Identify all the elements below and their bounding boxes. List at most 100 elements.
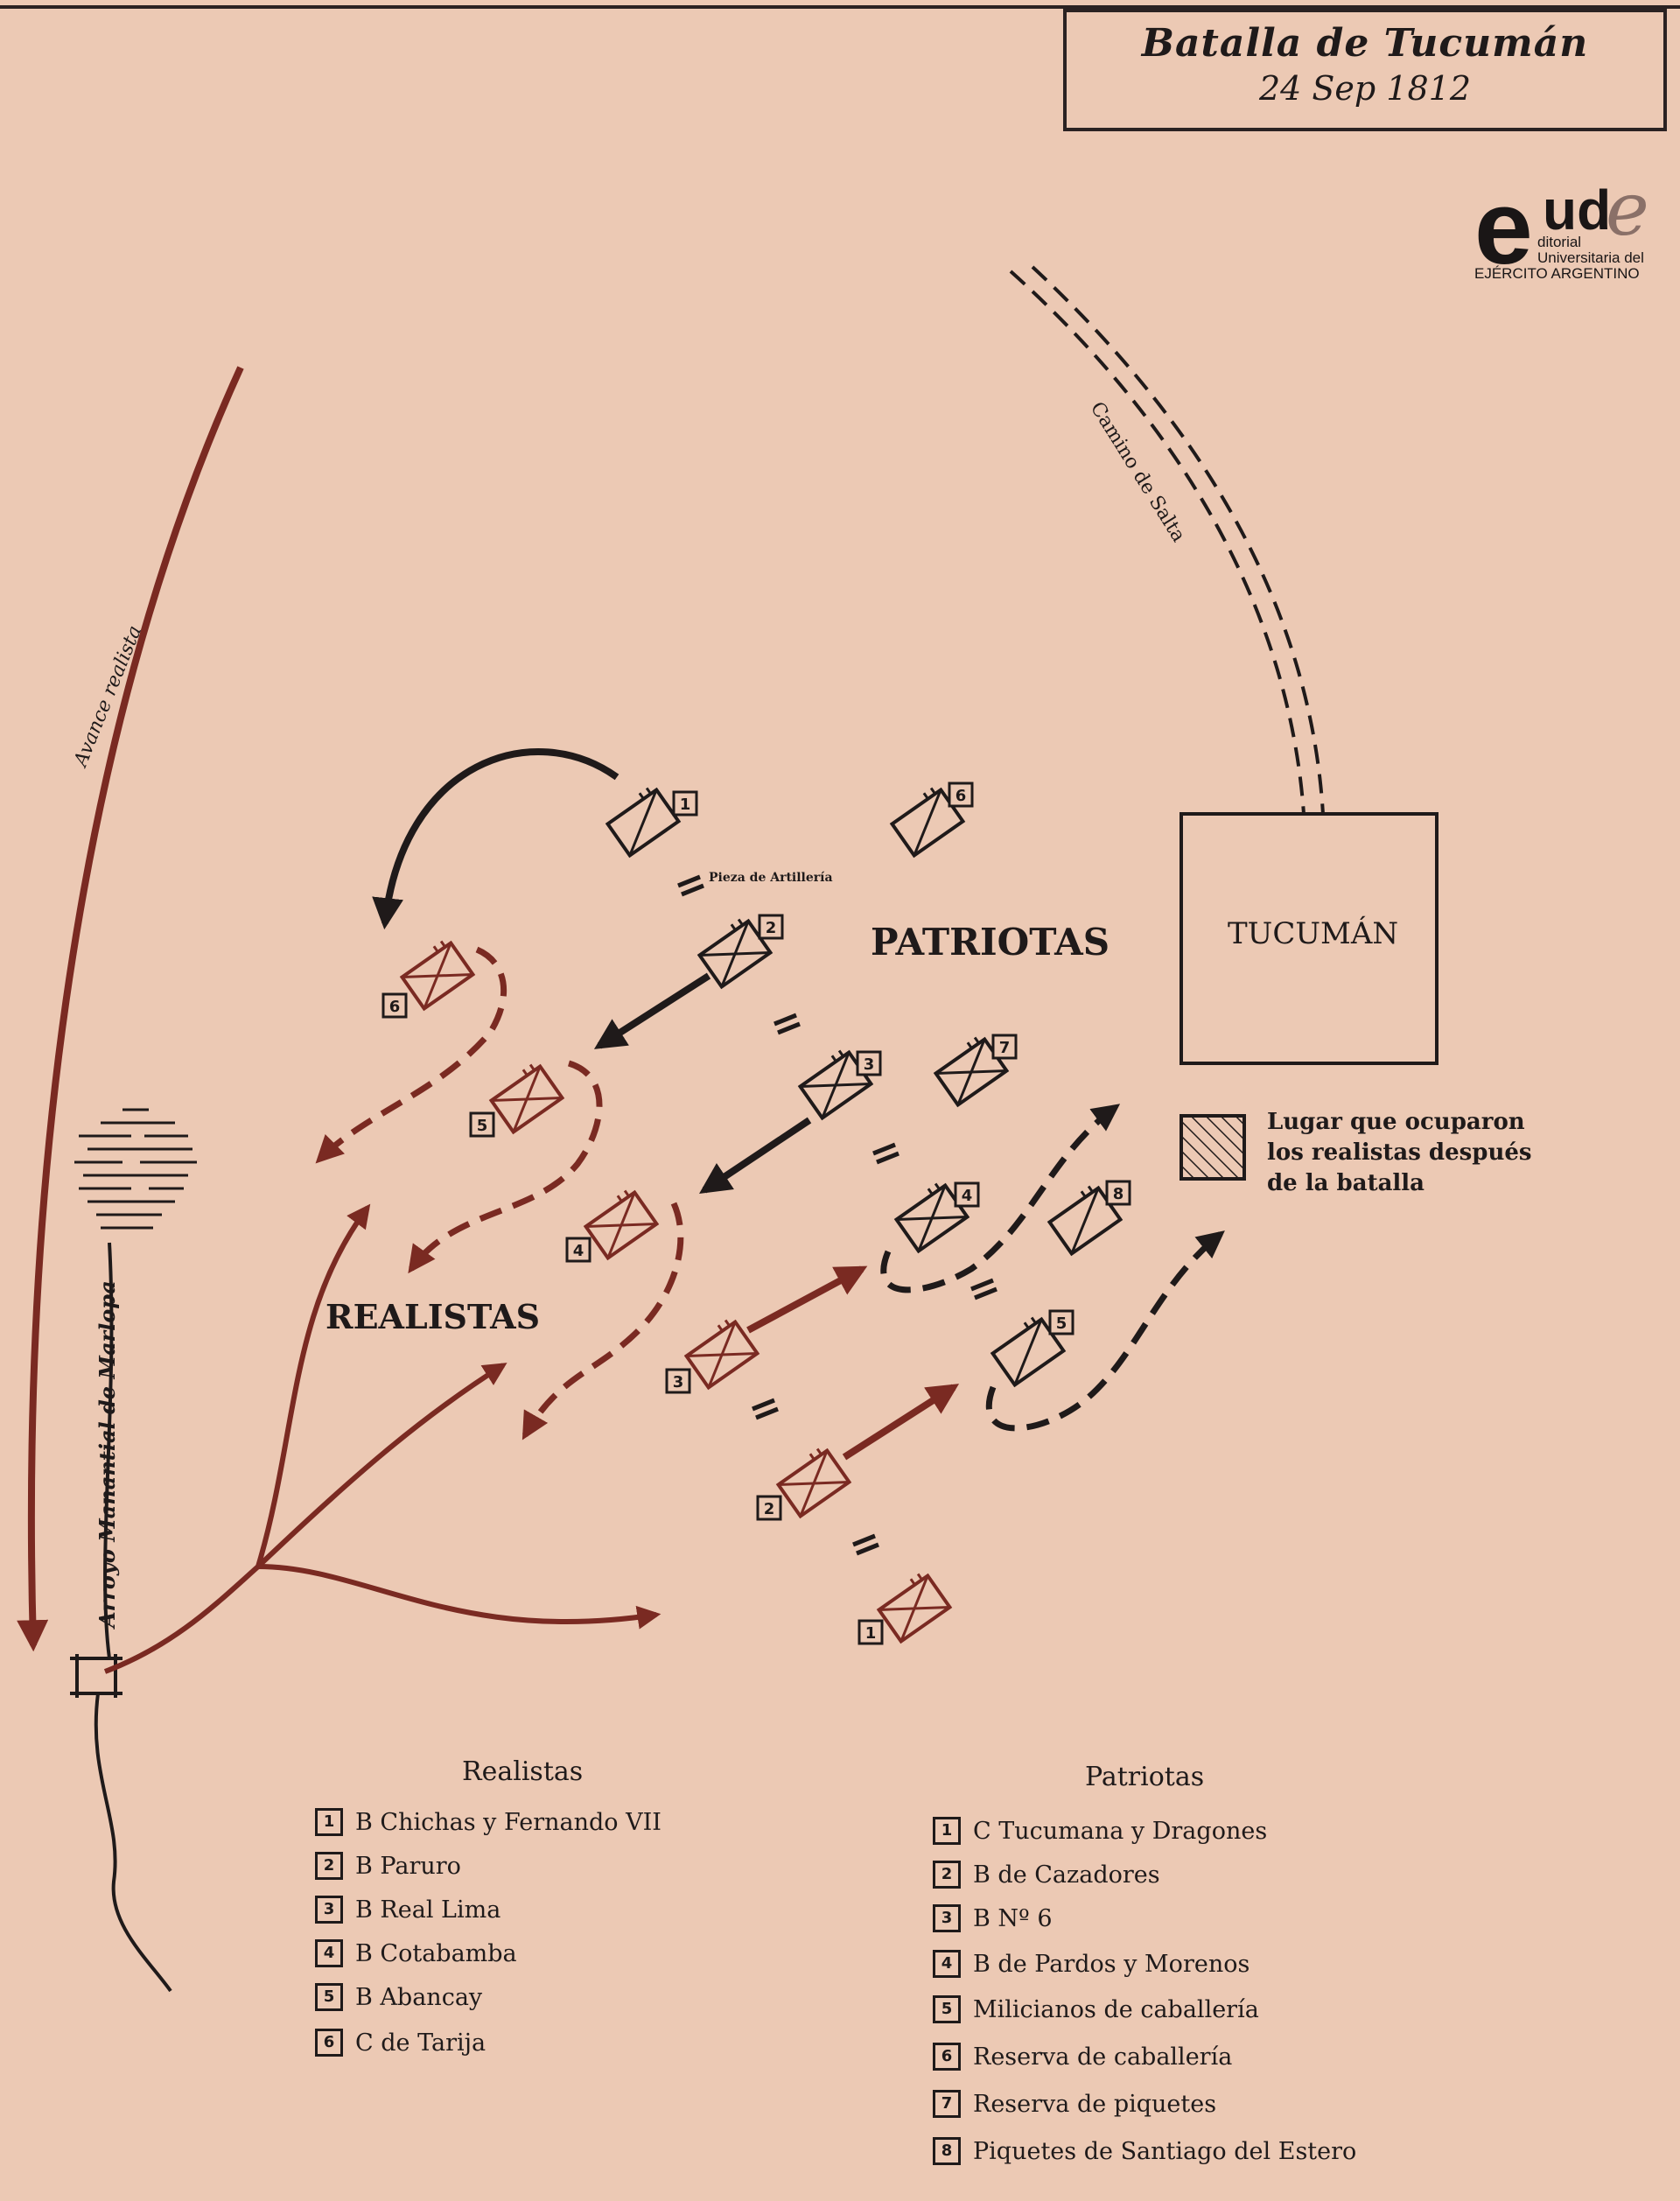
tucuman-label: TUCUMÁN [1228, 916, 1399, 951]
realistas-label: REALISTAS [326, 1297, 541, 1336]
legend-patriotas-item: 4 B de Pardos y Morenos [933, 1950, 1250, 1978]
royalist-final-unit-5-number-text: 5 [477, 1117, 488, 1135]
royalist-artillery-marks [752, 1398, 879, 1556]
legend-num-box: 8 [933, 2137, 961, 2165]
avance-realista-arrow [17, 366, 244, 1652]
hatch-legend-line-3: de la batalla [1267, 1170, 1425, 1196]
patriot-unit-2-number-text: 2 [766, 919, 777, 937]
royalist-initial-unit-3-number: 3 [665, 1368, 691, 1394]
legend-num-box: 7 [933, 2090, 961, 2118]
legend-num-box: 5 [315, 1983, 343, 2011]
legend-patriotas-item: 5 Milicianos de caballería [933, 1995, 1259, 2023]
patriot-unit-2-number: 2 [758, 914, 784, 940]
legend-realistas-title: Realistas [462, 1756, 584, 1787]
patriot-unit-1 [605, 787, 682, 859]
legend-num-box: 1 [315, 1808, 343, 1836]
map-title: Batalla de Tucumán [1141, 21, 1589, 66]
logo-mark-ud: ud [1543, 179, 1612, 242]
legend-item-label: Reserva de caballería [973, 2043, 1233, 2071]
patriot-unit-6-number-text: 6 [956, 787, 967, 805]
legend-num-box: 2 [933, 1861, 961, 1889]
legend-num-box: 3 [933, 1904, 961, 1932]
legend-num-box: 3 [315, 1896, 343, 1924]
patriot-unit-7-number: 7 [991, 1034, 1018, 1060]
royalist-attack-arrows [746, 1265, 960, 1461]
legend-num-box: 6 [315, 2029, 343, 2057]
legend-item-label: Milicianos de caballería [973, 1995, 1259, 2023]
legend-num-box: 1 [933, 1817, 961, 1845]
logo-line-1: ditorial [1537, 234, 1582, 250]
royalist-initial-unit-2 [775, 1447, 852, 1519]
royalist-final-unit-6 [399, 940, 476, 1012]
royalist-final-unit-5 [488, 1063, 565, 1135]
logo-mark-e: e [1474, 169, 1533, 286]
patriot-unit-6-number: 6 [948, 782, 974, 808]
patriot-unit-4-number: 4 [954, 1181, 980, 1208]
patriot-unit-4-number-text: 4 [962, 1187, 973, 1205]
patriot-attack-arrows [372, 748, 812, 1194]
legend-num-box: 4 [933, 1950, 961, 1978]
legend-item-label: B de Pardos y Morenos [973, 1950, 1250, 1978]
legend-item-label: Piquetes de Santiago del Estero [973, 2137, 1357, 2165]
patriot-unit-7-number-text: 7 [999, 1039, 1011, 1057]
legend-item-label: B Real Lima [355, 1896, 501, 1924]
units-layer: 1 2 3 4 5 6 7 8 6 5 4 3 2 1 [382, 782, 1131, 1645]
royalist-initial-unit-1 [876, 1573, 953, 1644]
hatch-legend-line-2: los realistas después [1267, 1139, 1532, 1166]
legend-num-box: 6 [933, 2043, 961, 2071]
legend-realistas-item: 4 B Cotabamba [315, 1939, 517, 1967]
patriot-unit-8-number: 8 [1105, 1180, 1131, 1206]
legend-item-label: B Chichas y Fernando VII [355, 1808, 662, 1836]
royalist-final-unit-5-number: 5 [469, 1111, 495, 1138]
eude-logo: e ud e ditorial Universitaria del EJÉRCI… [1474, 169, 1676, 298]
legend-realistas-item: 5 B Abancay [315, 1983, 482, 2011]
logo-line-2: Universitaria del [1537, 249, 1644, 266]
patriot-unit-1-number-text: 1 [680, 796, 691, 814]
royalist-final-unit-6-number: 6 [382, 992, 408, 1019]
hatch-legend-symbol [1180, 1114, 1246, 1181]
legend-item-label: B Abancay [355, 1983, 483, 2011]
legend-item-label: B Nº 6 [973, 1904, 1053, 1932]
arroyo-stream [70, 1242, 172, 1993]
legend-patriotas-item: 6 Reserva de caballería [933, 2043, 1232, 2071]
logo-line-3: EJÉRCITO ARGENTINO [1474, 265, 1640, 282]
patriot-counter-arrows [880, 1104, 1225, 1432]
legend-num-box: 4 [315, 1939, 343, 1967]
marsh-icon [74, 1108, 197, 1230]
artilleria-label: Pieza de Artillería [709, 871, 833, 885]
artillery-marks [677, 874, 998, 1300]
royalist-initial-unit-2-number: 2 [756, 1495, 782, 1521]
legend-item-label: C Tucumana y Dragones [973, 1817, 1268, 1845]
royalist-final-unit-4-number: 4 [565, 1237, 592, 1263]
legend-item-label: Reserva de piquetes [973, 2090, 1217, 2118]
camino-de-salta-road [1009, 265, 1325, 815]
royalist-initial-unit-3-number-text: 3 [673, 1373, 684, 1391]
hatch-legend-line-1: Lugar que ocuparon [1267, 1109, 1525, 1135]
legend-item-label: B Paruro [355, 1852, 461, 1880]
hatch-legend-text: Lugar que ocuparon los realistas después… [1267, 1107, 1532, 1199]
legend-num-box: 5 [933, 1995, 961, 2023]
legend-realistas-item: 3 B Real Lima [315, 1896, 500, 1924]
legend-patriotas-item: 7 Reserva de piquetes [933, 2090, 1216, 2118]
logo-mark-e2: e [1606, 166, 1649, 252]
royalist-final-unit-4-number-text: 4 [573, 1242, 584, 1260]
patriot-unit-8-number-text: 8 [1113, 1185, 1124, 1203]
patriot-unit-5-number-text: 5 [1056, 1314, 1068, 1333]
legend-patriotas-title: Patriotas [1085, 1762, 1205, 1792]
map-title-box: Batalla de Tucumán 24 Sep 1812 [1063, 9, 1667, 131]
legend-patriotas-item: 8 Piquetes de Santiago del Estero [933, 2137, 1356, 2165]
royalist-initial-unit-1-number-text: 1 [865, 1624, 877, 1643]
royalist-retreat-arrows [315, 946, 684, 1440]
legend-patriotas-item: 3 B Nº 6 [933, 1904, 1053, 1932]
legend-realistas-item: 1 B Chichas y Fernando VII [315, 1808, 662, 1836]
patriot-unit-3-number-text: 3 [864, 1055, 875, 1074]
patriotas-label: PATRIOTAS [871, 921, 1110, 964]
royalist-final-unit-4 [583, 1189, 660, 1261]
legend-item-label: B Cotabamba [355, 1939, 517, 1967]
royalist-initial-unit-1-number: 1 [858, 1619, 884, 1645]
royalist-initial-unit-3 [683, 1319, 760, 1391]
royalist-initial-unit-2-number-text: 2 [764, 1500, 775, 1518]
